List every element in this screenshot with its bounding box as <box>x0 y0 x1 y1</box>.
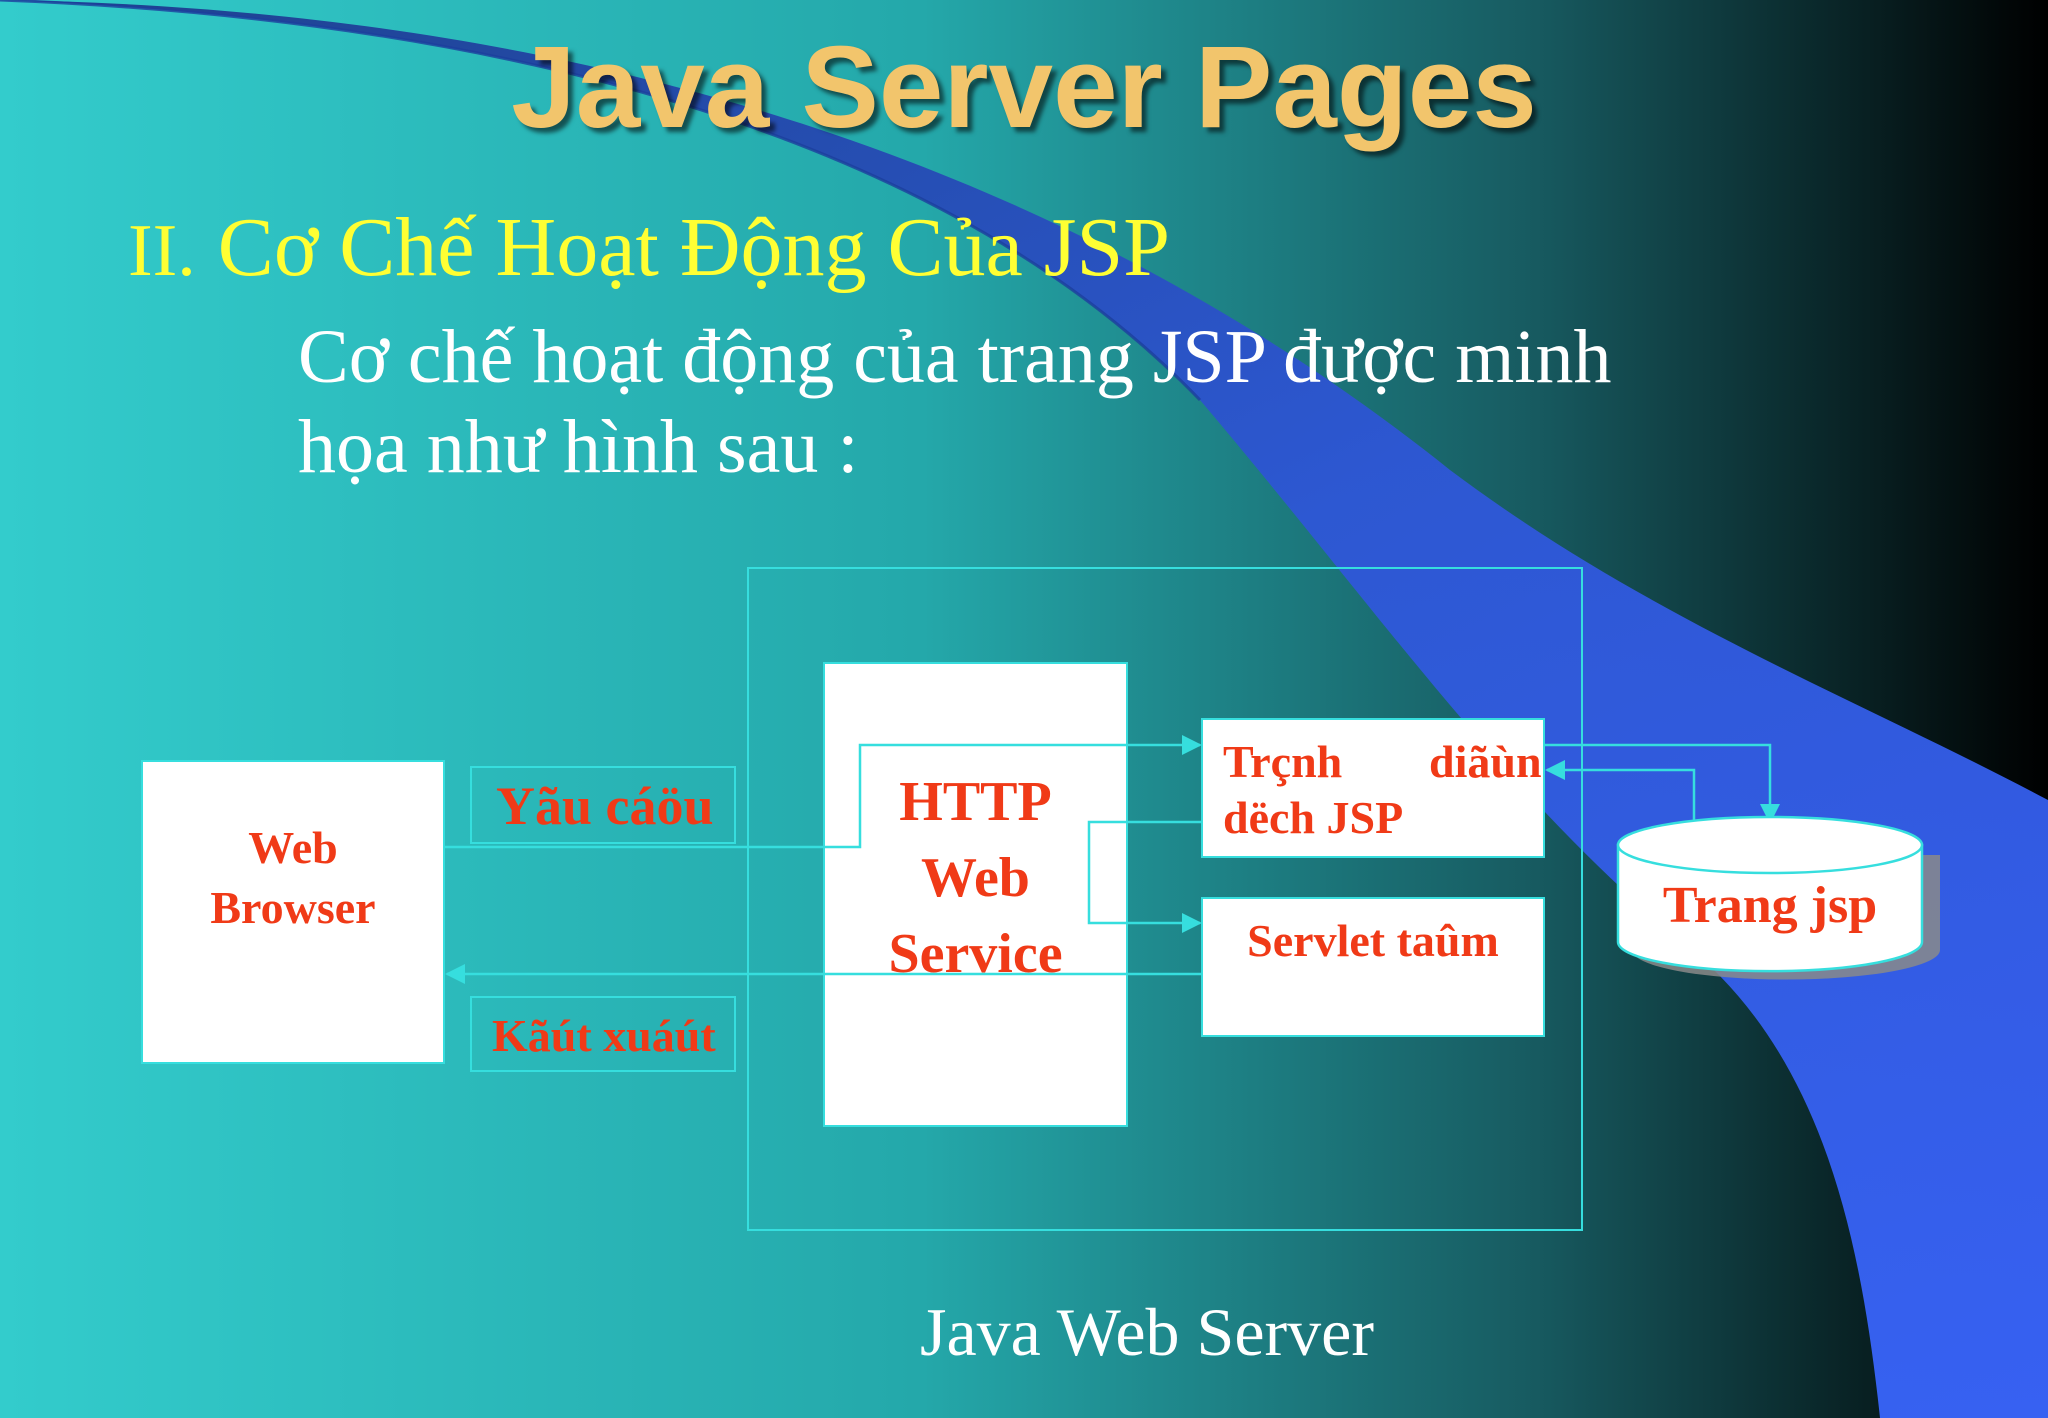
body-line: họa như hình sau : <box>298 405 859 489</box>
section-heading: II. Cơ Chế Hoạt Động Của JSP <box>128 198 1170 301</box>
jsp-page-storage <box>1616 815 1940 980</box>
compile-to-servlet-arrow <box>1087 820 1202 933</box>
jsp-compiler-label-word: diãùn <box>1429 736 1542 787</box>
http-web-service-label: HTTP Web Service <box>825 764 1126 992</box>
jsp-to-compiler-arrow <box>1545 760 1696 822</box>
web-browser-label: Web Browser <box>143 818 443 938</box>
java-web-server-label: Java Web Server <box>920 1294 1374 1370</box>
response-tag: Kãút xuáút <box>470 996 736 1072</box>
temporary-servlet-label: Servlet taûm <box>1247 915 1499 966</box>
http-label-line: Web <box>921 847 1030 909</box>
response-label: Kãút xuáút <box>492 1010 716 1061</box>
jsp-compiler-box: Trçnh diãùn dëch JSP <box>1201 718 1545 858</box>
web-browser-label-line: Web <box>248 822 338 873</box>
web-browser-label-line: Browser <box>210 882 376 933</box>
request-arrow <box>445 735 1202 849</box>
web-browser-box: Web Browser <box>141 760 445 1064</box>
http-label-line: HTTP <box>899 771 1052 833</box>
slide-title: Java Server Pages <box>511 22 1537 152</box>
section-number: II. <box>128 210 196 292</box>
java-web-server-frame <box>747 567 1583 1231</box>
section-title: Cơ Chế Hoạt Động Của JSP <box>217 201 1170 294</box>
jsp-compiler-label-line: dëch JSP <box>1223 792 1404 843</box>
request-label: Yãu cáöu <box>496 776 714 836</box>
temporary-servlet-box: Servlet taûm <box>1201 897 1545 1037</box>
http-web-service-box: HTTP Web Service <box>823 662 1128 1127</box>
body-paragraph: Cơ chế hoạt động của trang JSP được minh… <box>298 312 1858 492</box>
body-line: Cơ chế hoạt động của trang JSP được minh <box>298 315 1612 399</box>
jsp-page-storage-label: Trang jsp <box>1662 877 1878 934</box>
read-jsp-arrow <box>1545 743 1780 824</box>
jsp-compiler-label-word: Trçnh <box>1223 736 1343 787</box>
request-tag: Yãu cáöu <box>470 766 736 844</box>
